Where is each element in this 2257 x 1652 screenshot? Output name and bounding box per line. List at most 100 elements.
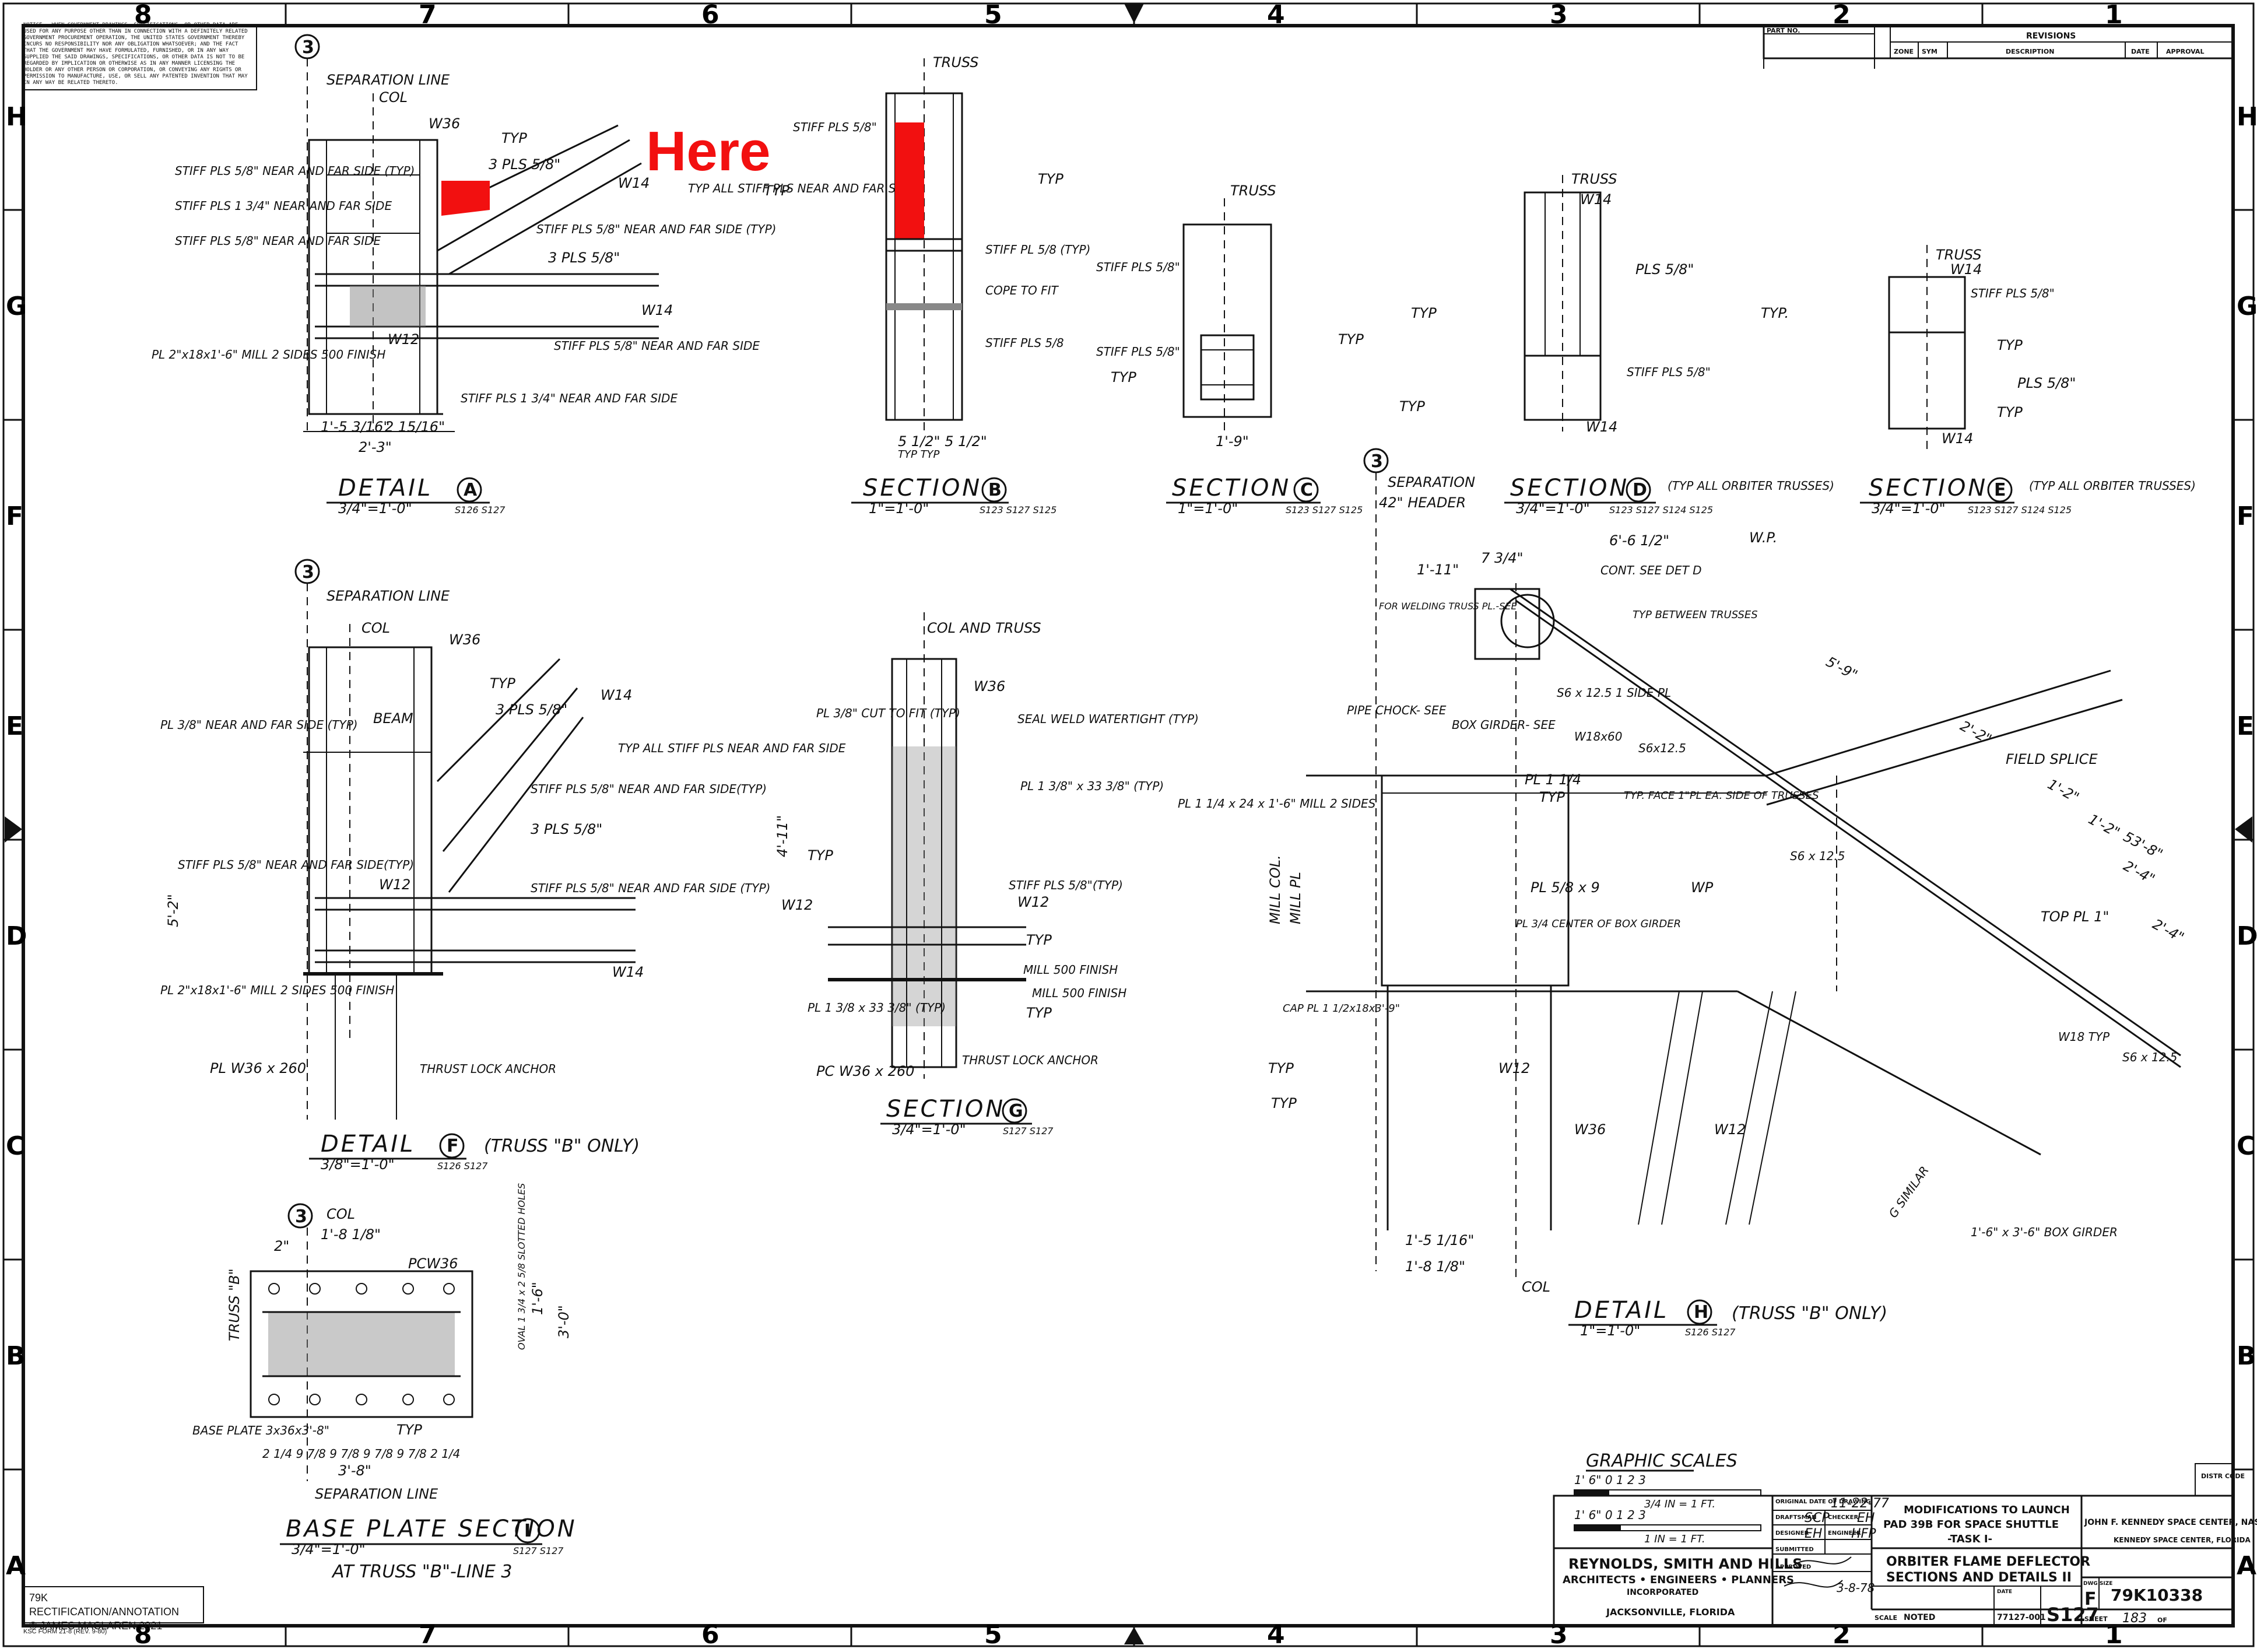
label-typ-face: TYP. FACE 1"PL EA. SIDE OF TRUSSES — [1624, 790, 1819, 802]
section-note: (TYP ALL ORBITER TRUSSES) — [2029, 479, 2196, 493]
label-w12: W12 — [1714, 1121, 1746, 1138]
firm-subtitle: ARCHITECTS • ENGINEERS • PLANNERS — [1563, 1574, 1794, 1586]
highlighted-stiffener-plate — [895, 122, 924, 239]
firm-name: REYNOLDS, SMITH AND HILLS — [1568, 1556, 1802, 1572]
label-plate: PL W36 x 260 — [210, 1060, 306, 1076]
zone-col-label: 6 — [701, 1620, 719, 1650]
dimension: 3'-0" — [556, 1305, 572, 1338]
dimension: 53'-8" — [2121, 829, 2165, 863]
label-typ: TYP — [1026, 1005, 1052, 1021]
label-separation-line: SEPARATION LINE — [327, 588, 450, 604]
section-title: SECTION — [1172, 475, 1291, 501]
label-stiffener: STIFF PLS 5/8" NEAR AND FAR SIDE(TYP) — [178, 858, 414, 872]
here-annotation: Here — [646, 120, 771, 183]
dimension: 1'-11" — [1417, 562, 1459, 578]
highlighted-stiffener-plate — [441, 181, 490, 216]
engineer-label: ENGINEER — [1828, 1530, 1861, 1537]
label-stiffener: STIFF PLS 5/8" NEAR AND FAR SIDE — [175, 234, 381, 248]
zone-row-label: G — [6, 292, 27, 321]
label-plate: PL 3/8" NEAR AND FAR SIDE (TYP) — [160, 718, 358, 732]
dimension: 5'-9" — [1823, 654, 1860, 683]
label-field-splice: FIELD SPLICE — [2006, 751, 2098, 767]
label-truss: TRUSS — [1571, 171, 1617, 187]
label-plate: PL 2"x18x1'-6" MILL 2 SIDES 500 FINISH — [160, 983, 394, 997]
sheet-value: 183 — [2122, 1611, 2147, 1626]
label-typ: TYP — [501, 130, 527, 146]
zone-row-label: F — [6, 501, 23, 531]
label-stiffener: STIFF PLS 5/8" — [793, 120, 877, 134]
label-mill-col: MILL COL. — [1267, 855, 1283, 924]
label-col: COL — [1522, 1279, 1550, 1295]
label-plate: PL 3/4 CENTER OF BOX GIRDER — [1516, 918, 1681, 930]
label-typ-all: TYP ALL STIFF PLS NEAR AND FAR SIDE — [688, 181, 916, 195]
sheet-of-label: OF — [2157, 1616, 2167, 1624]
label-section: S6 x 12.5 — [1790, 849, 1845, 863]
label-typ: TYP — [1038, 171, 1063, 187]
label-stiffener: STIFF PLS 5/8" — [1096, 345, 1180, 359]
grid-bubble: 3 — [302, 562, 314, 583]
orig-date-label: ORIGINAL DATE OF DRAWING — [1775, 1499, 1871, 1505]
firm-city: JACKSONVILLE, FLORIDA — [1606, 1607, 1735, 1618]
label-w36: W36 — [974, 678, 1005, 695]
dimension: 1'-5 3/16" — [321, 419, 389, 435]
government-notice: NOTICE — WHEN GOVERNMENT DRAWINGS, SPECI… — [23, 22, 248, 86]
label-box-girder: 1'-6" x 3'-6" BOX GIRDER — [1971, 1225, 2118, 1239]
label-typ: TYP — [1111, 369, 1136, 385]
submitted-label: SUBMITTED — [1775, 1546, 1814, 1553]
section-ref: S127 S127 — [1003, 1125, 1054, 1137]
dimension: 5'-2" — [165, 894, 181, 927]
sheet-number: S127 — [2047, 1604, 2099, 1626]
zone-col-label: 8 — [134, 0, 152, 30]
label-wp: W.P. — [1749, 529, 1777, 546]
section-g: COL AND TRUSS W36 PL 3/8" CUT TO FIT (TY… — [774, 612, 1199, 1138]
section-ref: S127 S127 — [513, 1545, 564, 1556]
section-title: BASE PLATE SECTION — [286, 1516, 577, 1542]
dimension: 7 3/4" — [1481, 550, 1524, 566]
label-typ: TYP — [1411, 305, 1437, 321]
firm-incorporated: INCORPORATED — [1627, 1588, 1698, 1597]
dimension: 1'-8 1/8" — [1405, 1258, 1465, 1275]
label-typ: TYP — [1271, 1095, 1297, 1111]
project-title-line: -TASK I- — [1947, 1533, 1992, 1545]
zone-col-label: 7 — [419, 0, 437, 30]
drawing-title: ORBITER FLAME DEFLECTOR — [1886, 1555, 2090, 1569]
label-truss: TRUSS — [1936, 247, 1982, 263]
grid-bubble: 3 — [302, 37, 314, 58]
label-box-girder: BOX GIRDER- SEE — [1452, 718, 1556, 732]
section-ref: S123 S127 S124 S125 — [1968, 504, 2072, 515]
revisions-col: SYM — [1922, 48, 1937, 55]
label-col: COL — [379, 89, 408, 106]
credit-line: © JAMES MACLAREN 2021 — [29, 1620, 163, 1632]
zone-col-label: 7 — [419, 1620, 437, 1650]
section-note: (TYP ALL ORBITER TRUSSES) — [1668, 479, 1834, 493]
section-title: SECTION — [1869, 475, 1988, 501]
checker-label: CHECKER — [1828, 1514, 1858, 1521]
label-weld: FOR WELDING TRUSS PL.-SEE — [1379, 601, 1517, 612]
zone-col-label: 2 — [1833, 1620, 1851, 1650]
scale-value: NOTED — [1904, 1613, 1935, 1622]
credit-box: 79K RECTIFICATION/ANNOTATION © JAMES MAC… — [23, 1586, 204, 1632]
label-typ: TYP — [1539, 789, 1565, 805]
label-w14: W14 — [641, 302, 673, 318]
label-section: S6 x 12.5 1 SIDE PL — [1557, 686, 1671, 700]
ksc-form-number: KSC FORM 21-8 (REV. 9-80) — [23, 1628, 107, 1635]
section-letter: D — [1633, 480, 1647, 500]
dimension: 3'-8" — [338, 1462, 371, 1479]
label-beam: BEAM — [373, 710, 413, 727]
label-plates: PLS 5/8" — [2017, 375, 2076, 391]
label-stiffener: STIFF PL 5/8 (TYP) — [985, 243, 1090, 257]
label-col: COL — [327, 1206, 355, 1222]
detail-a: 3 SEPARATION LINE COL W36 TYP 3 PLS 5/8"… — [152, 34, 916, 517]
graphic-scales: GRAPHIC SCALES 1' 6" 0 1 2 3 3/4 IN = 1 … — [1574, 1451, 1761, 1545]
label-plates: PLS 5/8" — [1635, 261, 1694, 278]
section-c: TRUSS STIFF PLS 5/8" STIFF PLS 5/8" TYP … — [1096, 183, 1364, 517]
label-w14: W14 — [1942, 430, 1973, 447]
label-pipe: PIPE CHOCK- SEE — [1347, 703, 1447, 717]
label-stiffener: STIFF PLS 5/8"(TYP) — [1009, 878, 1123, 892]
label-typ: TYP — [1026, 932, 1052, 948]
detail-letter: A — [464, 480, 478, 500]
revisions-table: PART NO. REVISIONS ZONE SYM DESCRIPTION … — [1763, 24, 2234, 69]
label-mill: MILL 500 FINISH — [1023, 963, 1118, 977]
label-plate: PL 1 1/4 — [1525, 771, 1581, 788]
